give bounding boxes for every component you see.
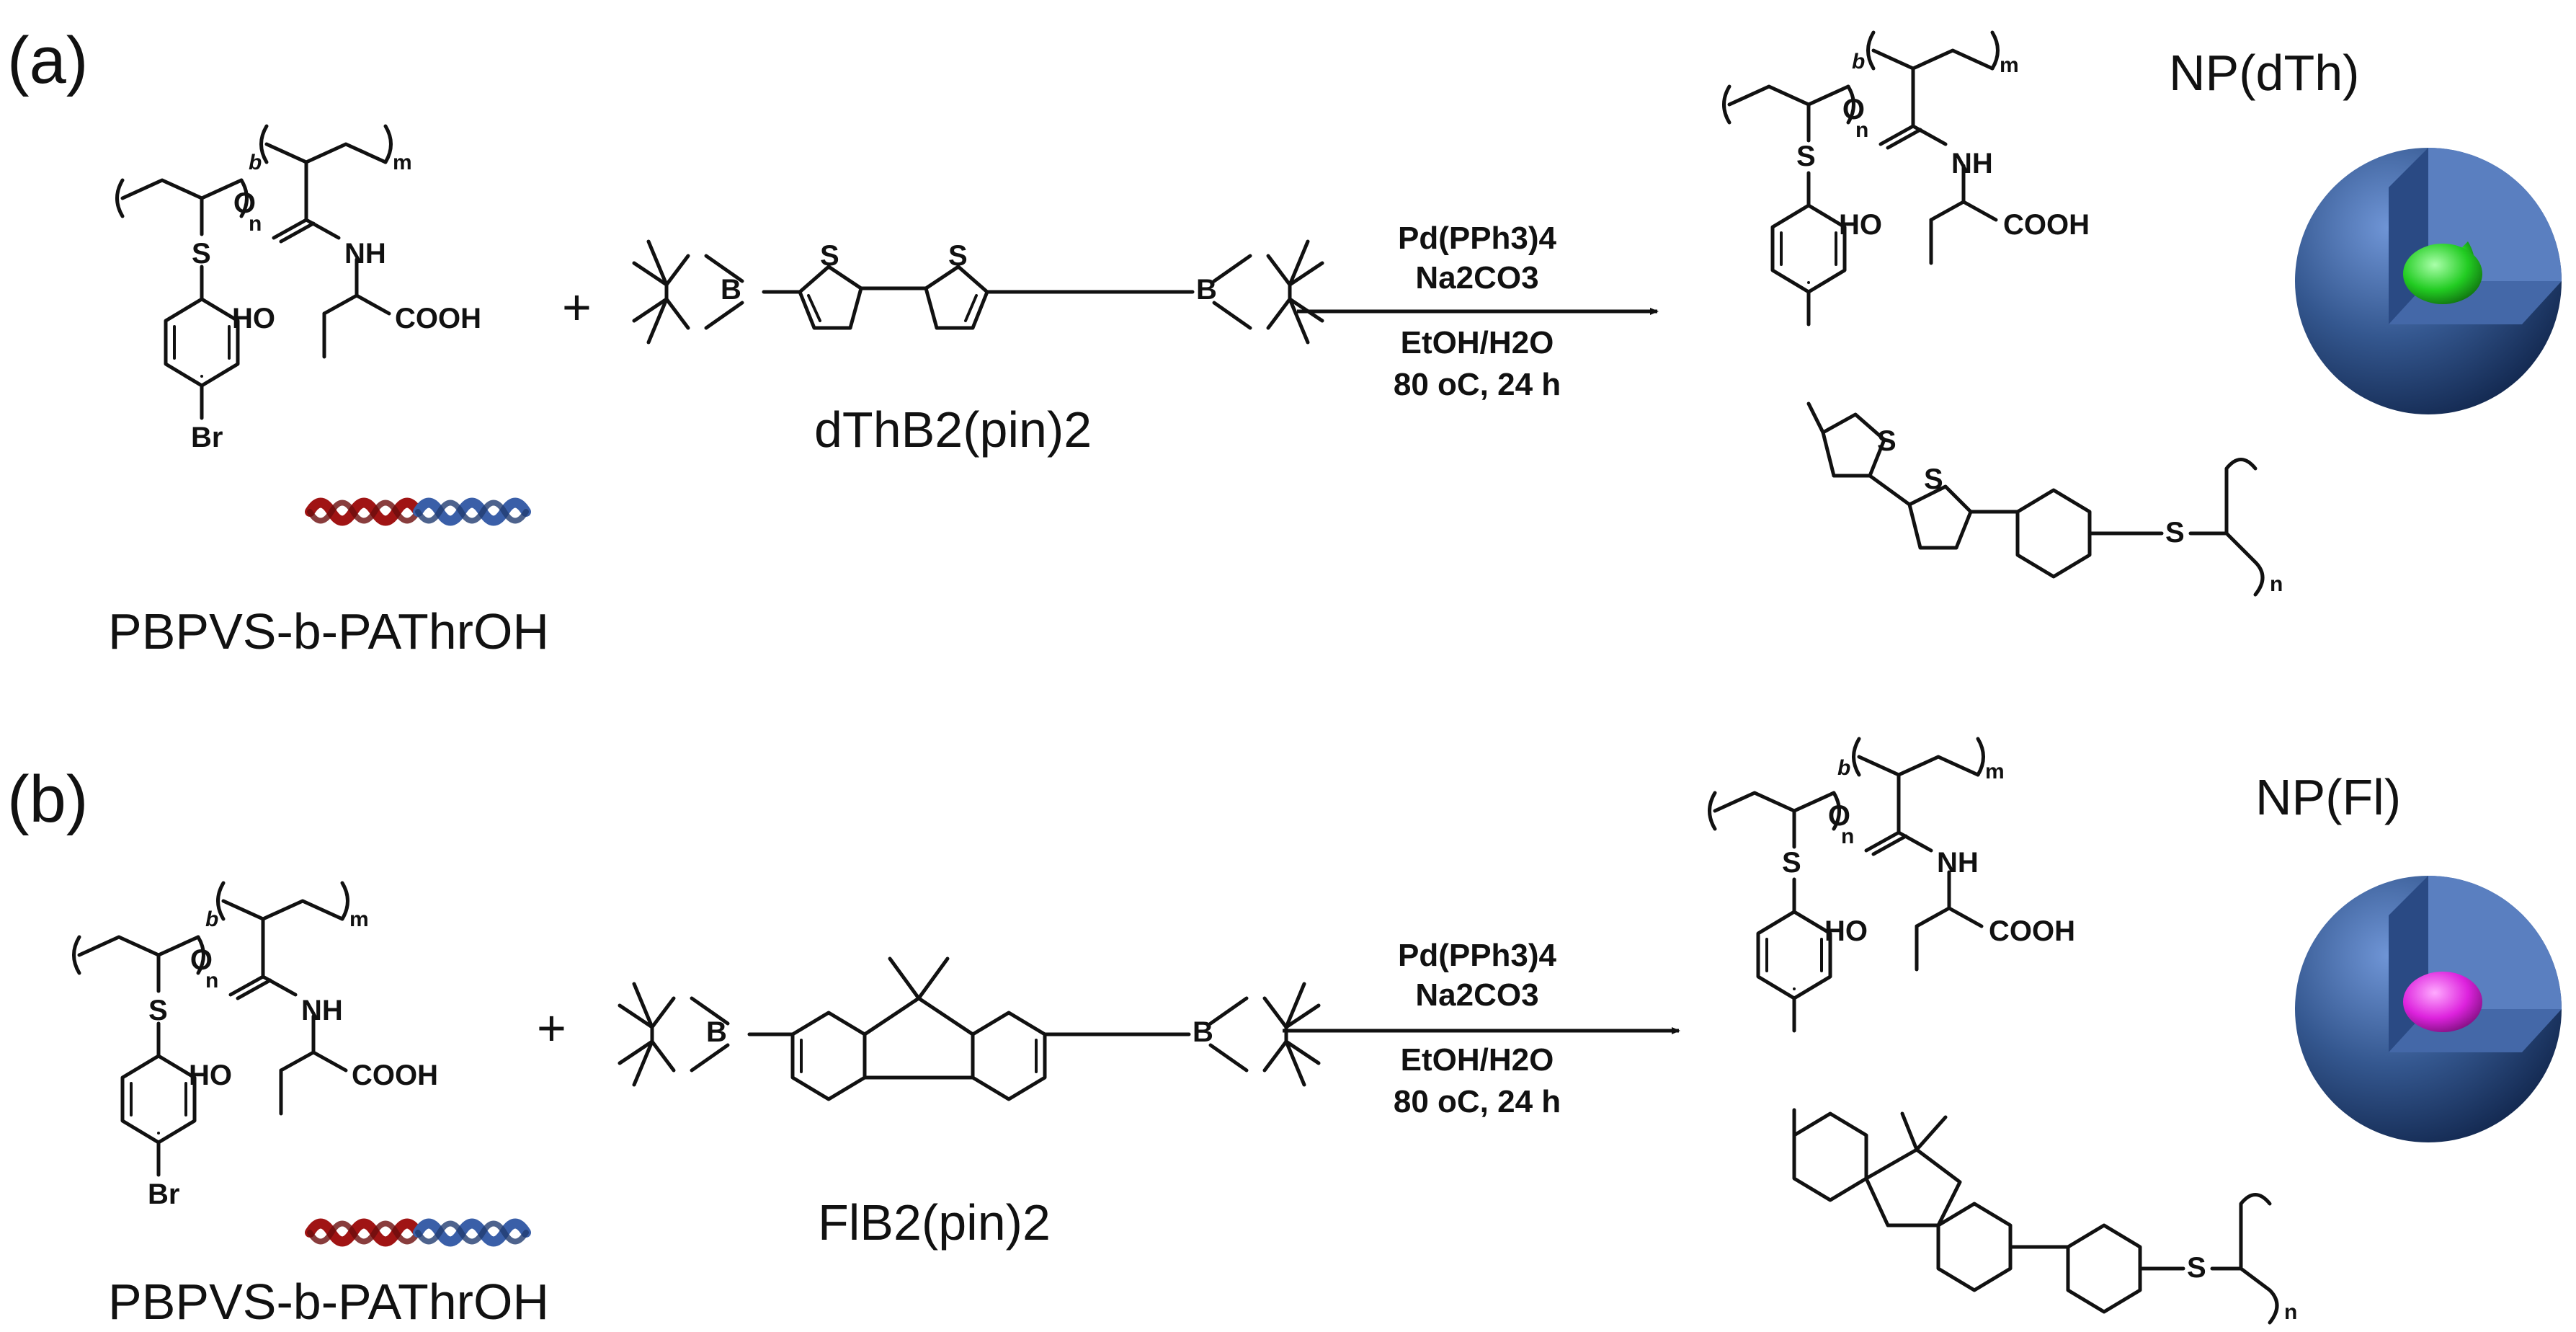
atom-cooh-b: COOH (352, 1060, 438, 1091)
product-atom-ho-b: HO (1824, 915, 1868, 947)
reagent-structure-b (620, 956, 1319, 1101)
atom-s-b: S (148, 995, 168, 1026)
product-n-a: n (1855, 118, 1868, 142)
product-structure-b (1710, 739, 2279, 1325)
product-atom-s-th2: S (1924, 463, 1943, 495)
core-magenta (2403, 972, 2482, 1032)
product-atom-s-end-a: S (2165, 517, 2185, 549)
product-atom-nh-a: NH (1951, 148, 1993, 179)
product-n-end-b: n (2284, 1300, 2297, 1324)
atom-ho: HO (232, 303, 275, 334)
product-m-b: m (1985, 760, 2005, 783)
atom-ho-b: HO (189, 1060, 232, 1091)
reactant-name-a: PBPVS-b-PAThrOH (108, 603, 549, 660)
product-n-b: n (1841, 825, 1854, 848)
reagent-name-a: dThB2(pin)2 (814, 401, 1092, 458)
panel-b: (b) S Br O NH HO COOH n b m PBPVS-b-PATh… (7, 739, 2562, 1330)
plus-sign: + (562, 279, 592, 335)
atom-b-right: B (1196, 274, 1217, 306)
atom-o: O (233, 187, 256, 219)
subscript-n-b: n (205, 969, 218, 993)
product-atom-o-b: O (1828, 800, 1850, 832)
product-atom-s-th1: S (1877, 425, 1897, 457)
subscript-m: m (393, 151, 412, 174)
product-name-b: NP(Fl) (2255, 769, 2401, 825)
helix-icon (310, 503, 526, 521)
product-atom-cooh-a: COOH (2003, 209, 2090, 241)
condition-solvent-b: EtOH/H2O (1401, 1042, 1554, 1078)
helix-icon-b (310, 1224, 526, 1242)
atom-s-thiophene-2: S (948, 240, 968, 272)
panel-label-a: (a) (7, 24, 88, 97)
atom-nh-b: NH (301, 995, 343, 1026)
product-b-a: b (1852, 50, 1865, 74)
product-structure-a (1724, 32, 2265, 597)
reagent-structure-a (634, 241, 1322, 342)
panel-label-b: (b) (7, 763, 88, 836)
atom-b-right-b: B (1193, 1016, 1213, 1048)
block-b: b (249, 151, 262, 174)
atom-b-left-b: B (706, 1016, 727, 1048)
plus-sign-b: + (537, 1000, 566, 1056)
condition-catalyst-b: Pd(PPh3)4 (1398, 938, 1557, 973)
product-atom-o-a: O (1842, 94, 1865, 125)
atom-o-b: O (190, 944, 213, 976)
product-atom-nh-b: NH (1937, 847, 1979, 879)
product-b-b: b (1837, 756, 1850, 780)
condition-temp-b: 80 oC, 24 h (1394, 1084, 1561, 1119)
condition-base-b: Na2CO3 (1415, 977, 1538, 1013)
subscript-m-b: m (349, 907, 369, 931)
atom-cooh: COOH (395, 303, 481, 334)
condition-temp-a: 80 oC, 24 h (1394, 367, 1561, 402)
panel-a: (a) S Br O NH HO COOH n b m PBPVS-b-PATh… (7, 24, 2562, 660)
reactant-name-b: PBPVS-b-PAThrOH (108, 1274, 549, 1330)
condition-catalyst-a: Pd(PPh3)4 (1398, 221, 1557, 256)
product-atom-s-end-b: S (2187, 1252, 2206, 1284)
nanoparticle-icon-a (2295, 148, 2562, 414)
condition-base-a: Na2CO3 (1415, 260, 1538, 296)
atom-br-b: Br (148, 1178, 179, 1210)
subscript-n: n (249, 212, 262, 236)
block-b-b: b (205, 907, 218, 931)
product-atom-ho-a: HO (1839, 209, 1882, 241)
atom-b-left: B (721, 274, 741, 306)
atom-s-thiophene-1: S (820, 240, 839, 272)
atom-s: S (192, 238, 211, 270)
product-atom-cooh-b: COOH (1989, 915, 2075, 947)
product-m-a: m (2000, 53, 2019, 77)
reagent-name-b: FlB2(pin)2 (818, 1194, 1051, 1251)
atom-nh: NH (344, 238, 386, 270)
condition-solvent-a: EtOH/H2O (1401, 325, 1554, 360)
product-name-a: NP(dTh) (2169, 45, 2359, 101)
product-atom-s-a: S (1796, 141, 1816, 172)
product-n-end-a: n (2270, 572, 2283, 596)
product-atom-s-b: S (1782, 847, 1801, 879)
nanoparticle-icon-b (2295, 876, 2562, 1142)
atom-br: Br (191, 422, 223, 453)
